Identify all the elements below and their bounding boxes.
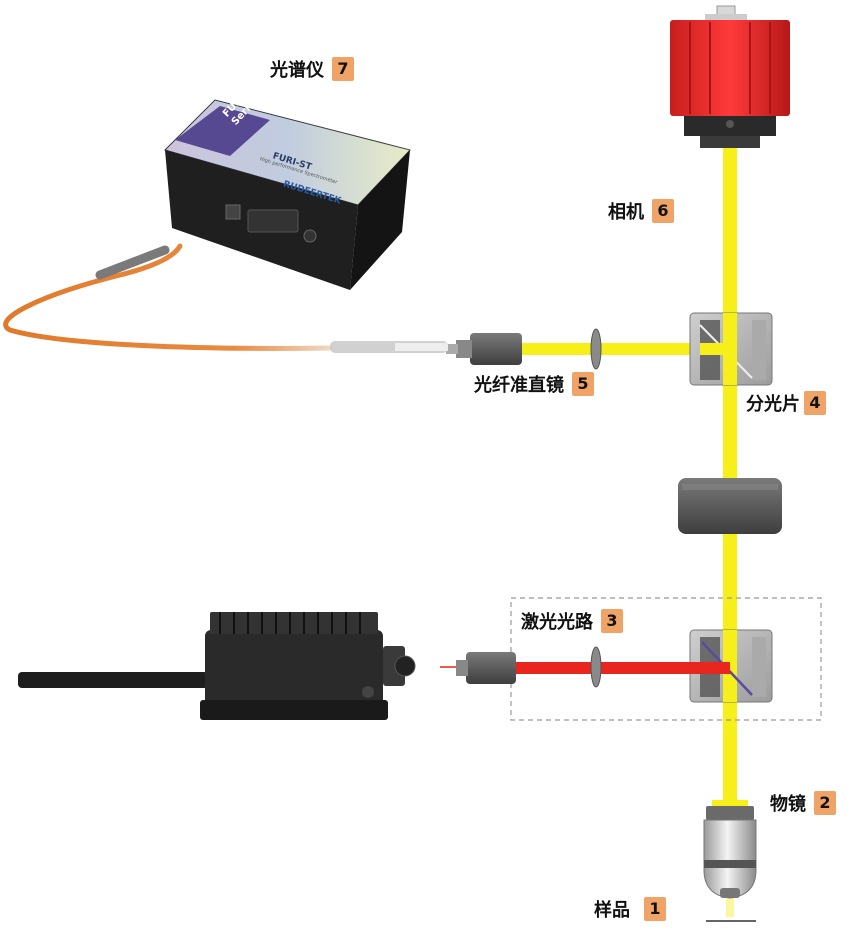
label-camera-number: 6 [652,199,674,223]
label-sample-number: 1 [644,897,666,921]
label-spectrometer-number: 7 [332,57,354,81]
label-objective-text: 物镜 [770,794,806,815]
label-sample: 样品 1 [594,896,666,922]
label-beamsplitter: 分光片 4 [746,390,826,416]
label-beamsplitter-number: 4 [804,391,826,415]
label-sample-text: 样品 [594,900,630,921]
label-camera-text: 相机 [608,202,644,223]
spectrometer [164,99,411,290]
label-spectrometer: 光谱仪 7 [270,56,354,82]
label-laser-path-number: 3 [601,609,623,633]
label-camera: 相机 6 [608,198,674,224]
laser-lens [456,652,516,684]
main-vertical-beam [723,145,737,810]
label-laser-path-text: 激光光路 [521,612,593,633]
label-collimator-text: 光纤准直镜 [474,375,564,396]
sample-beam [726,895,734,917]
laser-filter [590,646,602,688]
collimator-filter [590,328,602,370]
label-collimator: 光纤准直镜 5 [474,371,594,397]
laser-beam [515,662,730,674]
tube-lens [678,478,782,534]
camera [670,5,790,148]
beamsplitter-cube [689,312,773,386]
label-spectrometer-text: 光谱仪 [270,60,324,81]
label-laser-path: 激光光路 3 [521,608,623,634]
optical-fiber [3,243,448,353]
label-collimator-number: 5 [572,372,594,396]
label-beamsplitter-text: 分光片 [746,394,800,415]
label-objective-number: 2 [814,791,836,815]
objective-lens [703,800,757,899]
collimator-beam [520,343,732,355]
label-objective: 物镜 2 [770,790,836,816]
fiber-collimator [446,333,522,365]
laser-unit [18,612,416,720]
